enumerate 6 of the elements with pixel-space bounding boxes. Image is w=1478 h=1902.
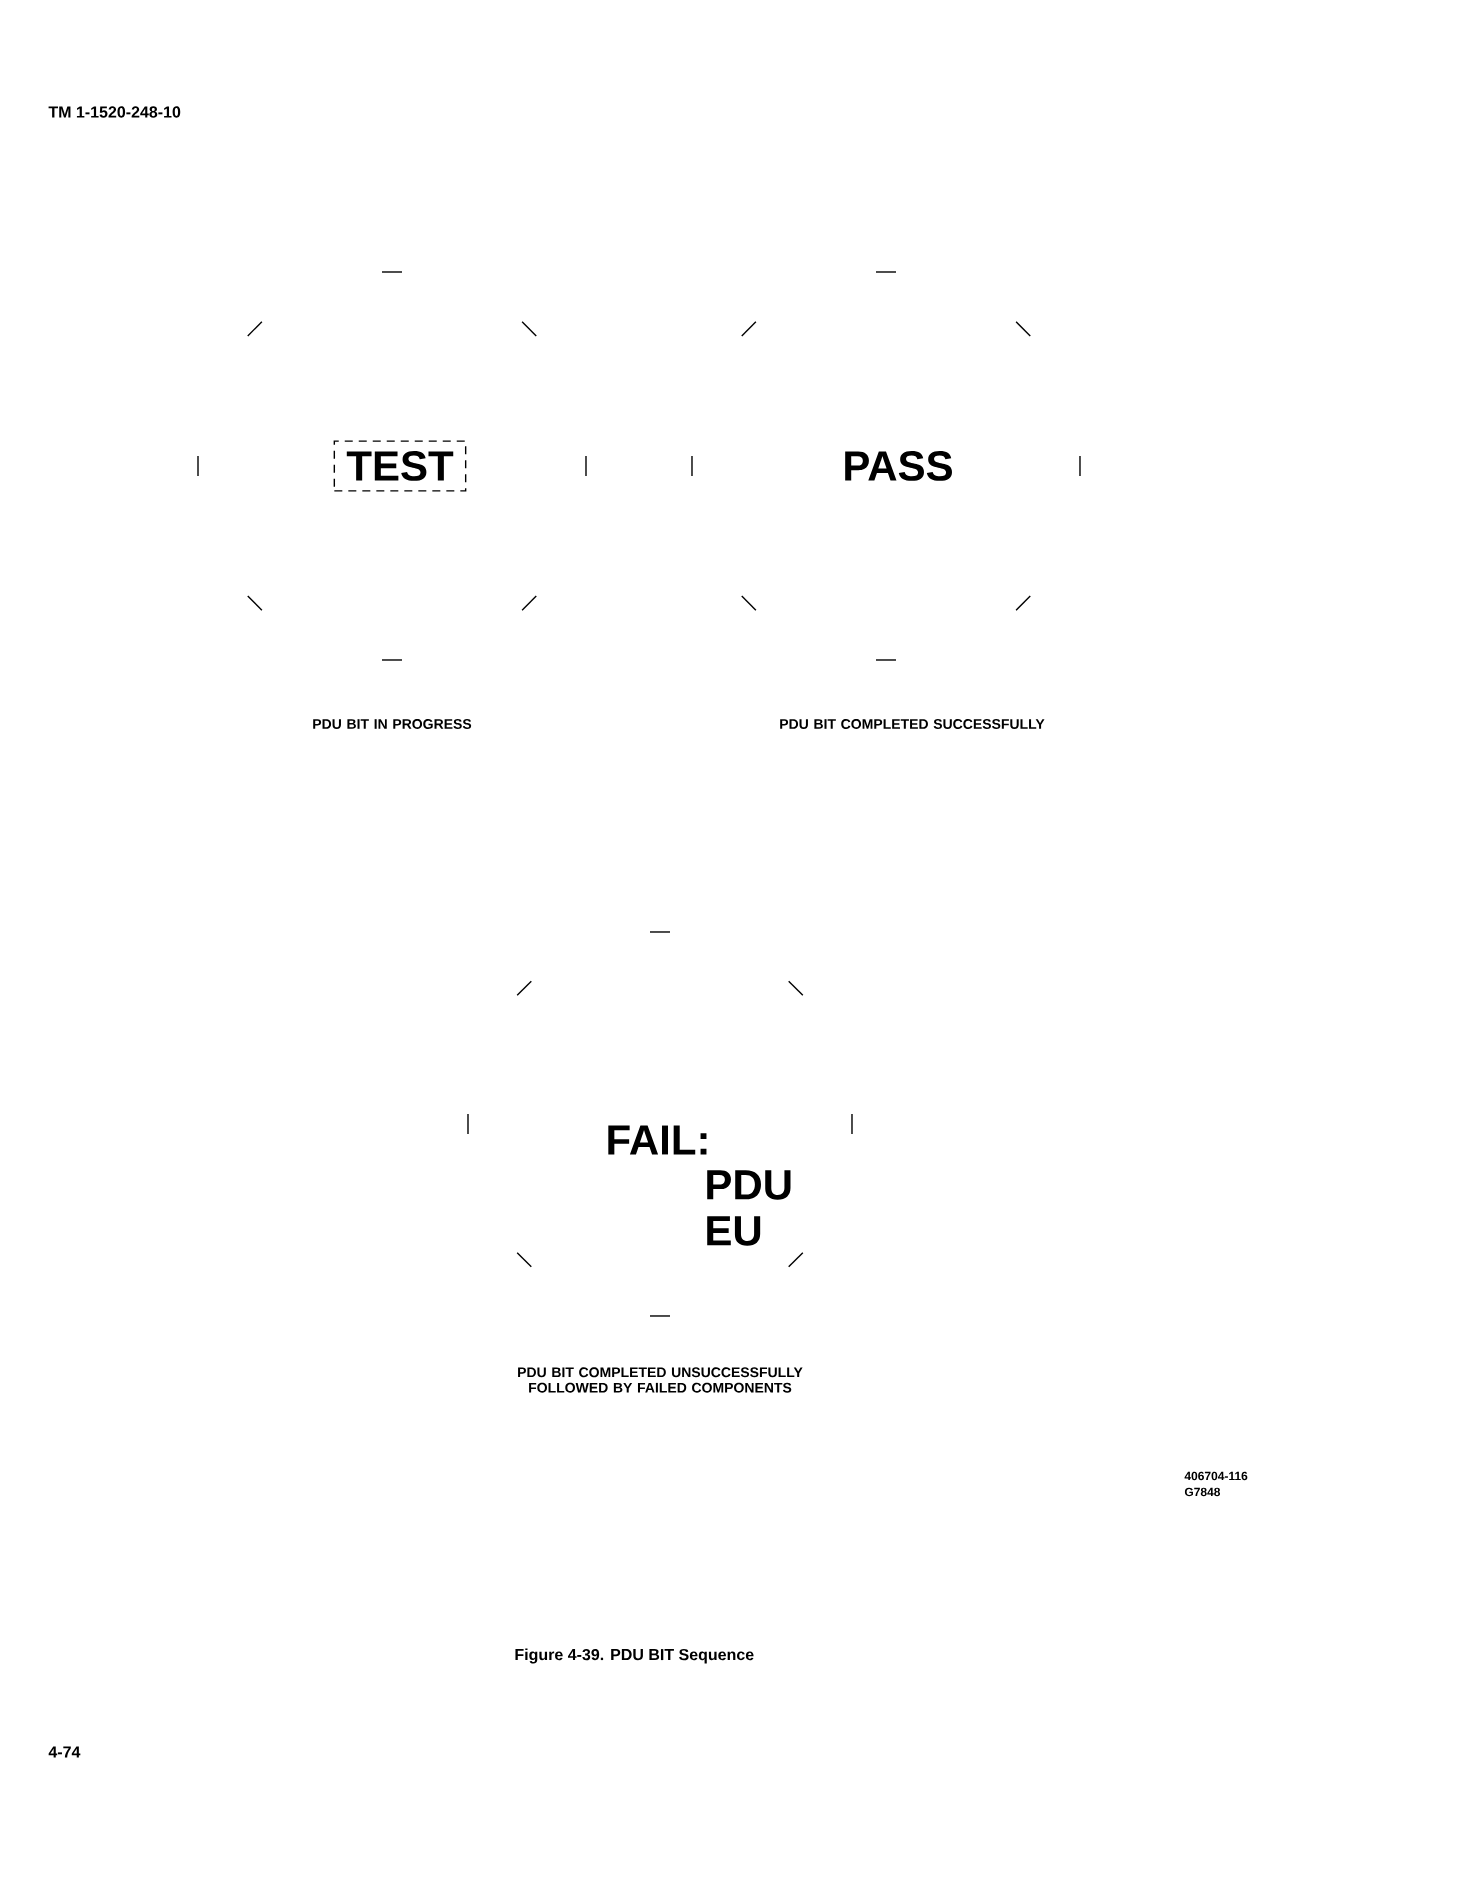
display-dial: PASS (691, 271, 1081, 661)
display-dial: TEST (197, 271, 587, 661)
page-number: 4-74 (48, 1746, 81, 1758)
doc-number: TM 1-1520-248-10 (48, 106, 181, 118)
display-dial: FAIL: PDU EU (467, 931, 853, 1317)
figure-caption: Figure 4-39. PDU BIT Sequence (515, 1648, 754, 1664)
